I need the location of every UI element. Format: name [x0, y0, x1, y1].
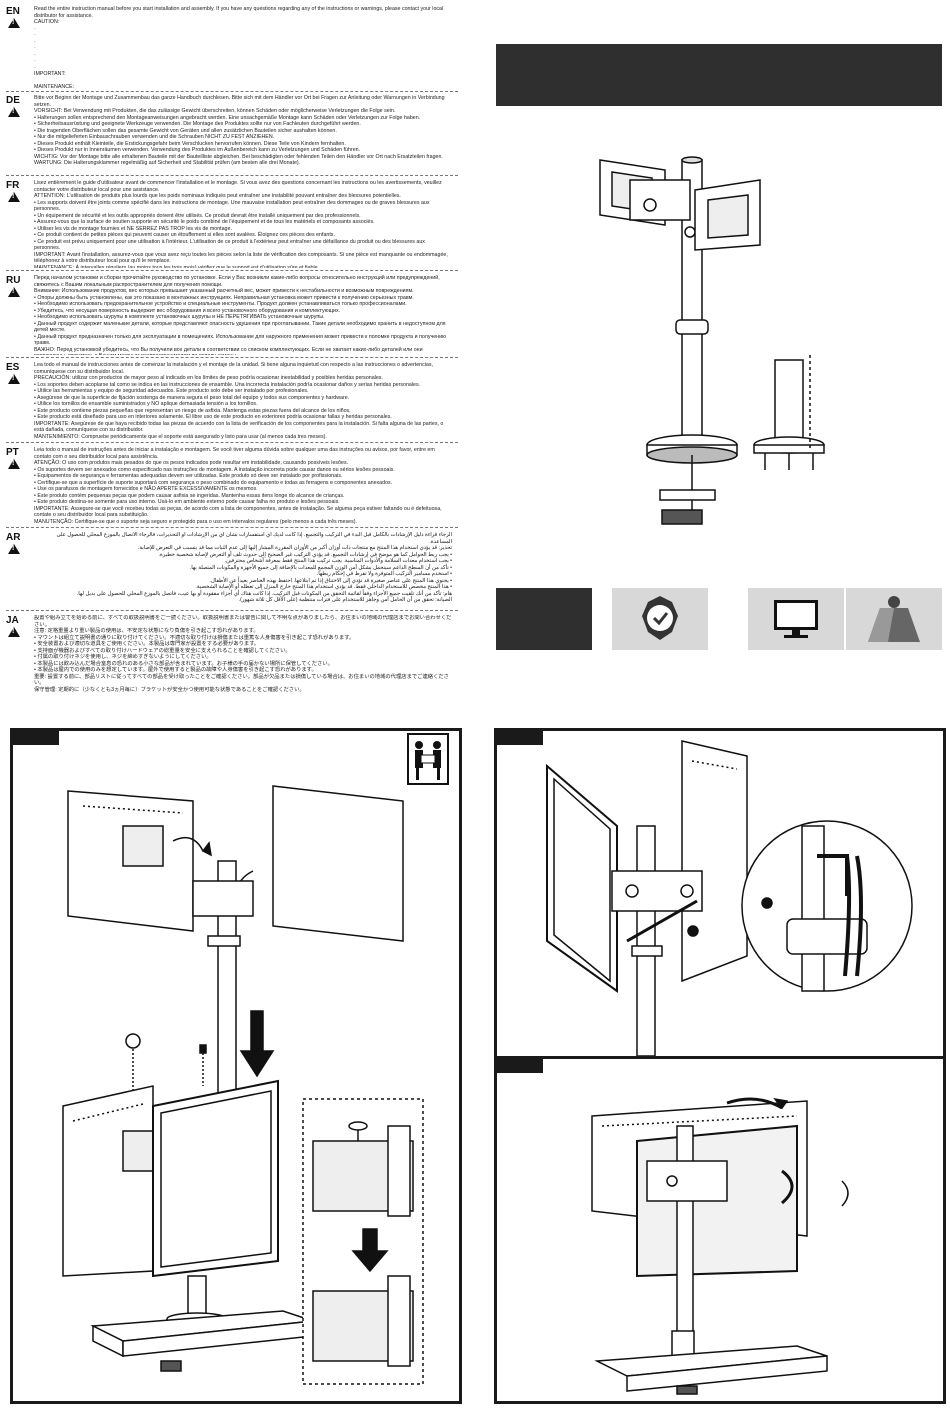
- spec-tool-box: [612, 588, 708, 650]
- title-banner: [496, 44, 942, 106]
- lang-block-ja: JA 設置や組み立てを始める前に、すべての取扱説明書をご一読ください。取扱説明書…: [6, 615, 458, 693]
- language-column: EN Read the entire instruction manual be…: [0, 0, 470, 700]
- lang-block-ar: AR الرجاء قراءة دليل الإرشادات بالكامل ق…: [6, 532, 458, 608]
- product-illustration: [599, 156, 825, 525]
- step-2-3-illustration: [546, 740, 913, 1395]
- lang-code: AR: [6, 532, 21, 543]
- lang-code: PT: [6, 447, 19, 458]
- step-tab: [13, 731, 59, 745]
- lang-text: الرجاء قراءة دليل الإرشادات بالكامل قبل …: [56, 532, 452, 603]
- tool-badge-icon: [642, 596, 678, 640]
- step-tab: [497, 1059, 543, 1073]
- lang-code: DE: [6, 95, 20, 106]
- spec-dark-box: [496, 588, 592, 650]
- panel-divider: [497, 1056, 943, 1059]
- lang-code: EN: [6, 6, 20, 17]
- divider: [6, 527, 458, 528]
- lang-text: Leia todo o manual de instruções antes d…: [34, 447, 442, 525]
- divider: [6, 357, 458, 358]
- divider: [6, 610, 458, 611]
- lang-text: Lisez entièrement le guide d'utilisateur…: [34, 180, 448, 268]
- monitor-icon: [774, 600, 818, 638]
- lang-block-de: DE Bitte vor Beginn der Montage und Zusa…: [6, 95, 458, 173]
- divider: [6, 442, 458, 443]
- lang-block-fr: FR Lisez entièrement le guide d'utilisat…: [6, 180, 458, 268]
- warning-icon: [8, 459, 20, 469]
- two-person-lift-icon: [407, 733, 449, 785]
- lang-code: ES: [6, 362, 20, 373]
- lang-text: Read the entire instruction manual befor…: [34, 6, 444, 88]
- lang-block-ru: RU Перед началом установки и сборки проч…: [6, 275, 458, 355]
- warning-icon: [8, 18, 20, 28]
- lang-block-es: ES Lea todo el manual de instrucciones a…: [6, 362, 458, 440]
- divider: [6, 175, 458, 176]
- lang-code: FR: [6, 180, 20, 191]
- warning-icon: [8, 374, 20, 384]
- weight-icon: [868, 596, 920, 642]
- lang-text: Bitte vor Beginn der Montage und Zusamme…: [34, 95, 445, 166]
- spec-icon-row: [496, 588, 942, 650]
- warning-icon: [8, 192, 20, 202]
- lang-block-pt: PT Leia todo o manual de instruções ante…: [6, 447, 458, 525]
- spec-monitor-box: [748, 588, 844, 650]
- lang-block-en: EN Read the entire instruction manual be…: [6, 6, 458, 88]
- warning-icon: [8, 627, 20, 637]
- lang-code: RU: [6, 275, 21, 286]
- step-panel-2: [494, 728, 946, 1404]
- divider: [6, 91, 458, 92]
- divider: [6, 270, 458, 271]
- lang-text: Lea todo el manual de instrucciones ante…: [34, 362, 444, 440]
- warning-icon: [8, 287, 20, 297]
- warning-icon: [8, 544, 20, 554]
- spec-weight-box: [846, 588, 942, 650]
- lang-code: JA: [6, 615, 19, 626]
- step-panel-1: [10, 728, 462, 1404]
- warning-icon: [8, 107, 20, 117]
- lang-text: Перед началом установки и сборки прочита…: [34, 275, 447, 355]
- step-tab: [497, 731, 543, 745]
- step-1-illustration: [62, 785, 424, 1385]
- lang-text: 設置や組み立てを始める前に、すべての取扱説明書をご一読ください。取扱説明書または…: [34, 615, 452, 693]
